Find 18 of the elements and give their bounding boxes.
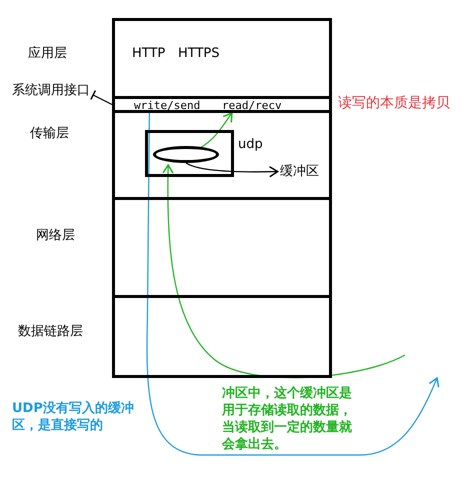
function-label: write/send (134, 98, 200, 113)
leader-line (90, 90, 112, 106)
layer-label: 网络层 (36, 228, 75, 243)
buffer-ellipse (153, 146, 219, 163)
note-text: UDP没有写入的缓冲区，是直接写的 (12, 400, 144, 434)
layer-label: 数据链路层 (18, 324, 83, 339)
note-text: 冲区中，这个缓冲区是用于存储读取的数据，当读取到一定的数量就会拿出去。 (222, 385, 356, 453)
protocol-label: HTTPS (178, 46, 220, 61)
function-label: read/recv (222, 98, 282, 113)
protocol-label: udp (238, 137, 263, 152)
layer-label: 传输层 (30, 126, 69, 141)
interface-label: 系统调用接口 (12, 83, 90, 98)
buffer-label: 缓冲区 (280, 164, 319, 179)
note-text: 读写的本质是拷贝 (338, 96, 450, 111)
layer-label: 应用层 (28, 46, 67, 61)
curved-arrow (146, 113, 440, 456)
arrow (186, 162, 278, 178)
protocol-label: HTTP (132, 46, 166, 61)
